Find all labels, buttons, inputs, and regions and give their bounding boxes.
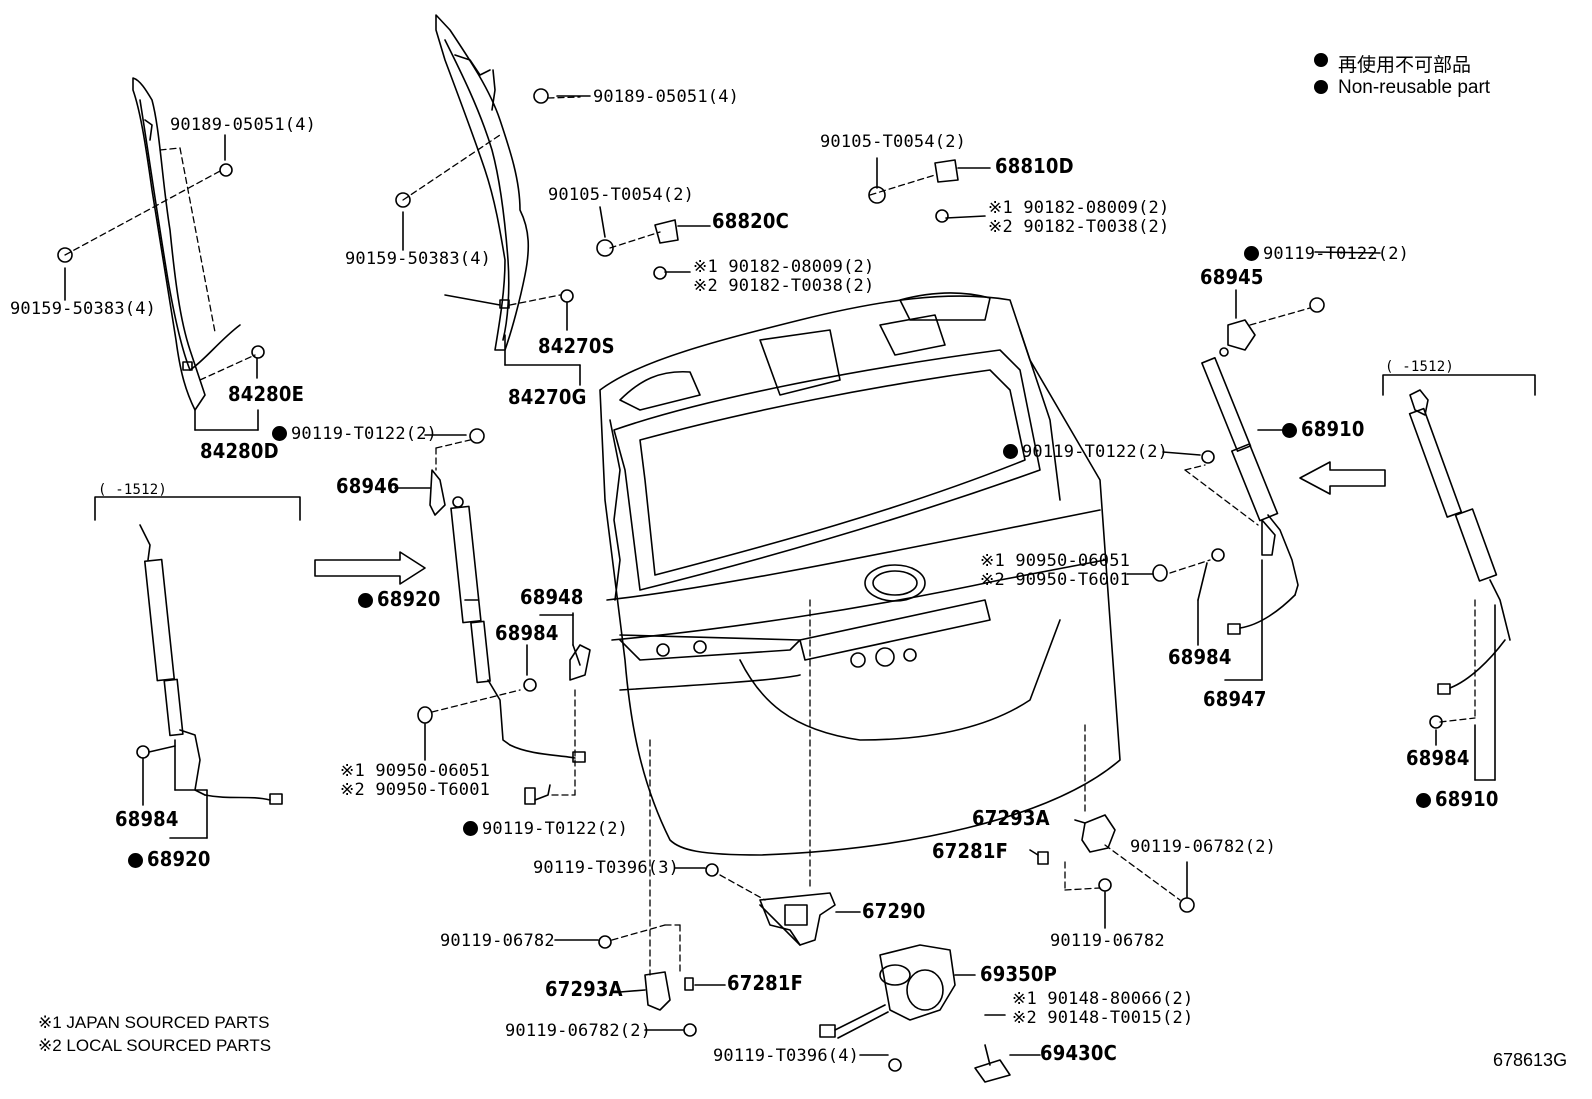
non-reusable-dot-icon (272, 426, 287, 441)
part-90148-2: ※2 90148-T0015(2) (1012, 1008, 1194, 1028)
range-bracket-right (1382, 374, 1536, 396)
part-90159-left: 90159-50383(4) (10, 299, 157, 319)
part-68920-left: 68920 (128, 849, 211, 869)
strut-68920-mid (417, 469, 591, 805)
part-68810D: 68810D (995, 154, 1074, 178)
note-local: ※2 LOCAL SOURCED PARTS (38, 1036, 272, 1055)
part-84270G: 84270G (508, 385, 587, 409)
part-67281F-right: 67281F (932, 839, 1009, 863)
part-90119-T0396-4: 90119-T0396(4) (713, 1046, 860, 1066)
part-68947: 68947 (1203, 687, 1267, 711)
part-90950-mid-2: ※2 90950-T6001 (340, 780, 491, 800)
leader-lines-bottom (609, 174, 1181, 976)
part-90119-right-top: 90119-T0122(2) (1244, 245, 1409, 263)
legend-jp: 再使用不可部品 (1338, 55, 1472, 76)
part-90182-right-1: ※1 90182-08009(2) (988, 198, 1170, 218)
part-68984-far-right: 68984 (1406, 746, 1470, 770)
strut-68920-left (136, 524, 283, 805)
legend-en: Non-reusable part (1338, 77, 1491, 98)
part-68984-right: 68984 (1168, 645, 1232, 669)
part-90950-right-2: ※2 90950-T6001 (980, 570, 1131, 590)
part-68820C: 68820C (712, 209, 790, 233)
range-bracket-left (94, 496, 301, 521)
non-reusable-dot-icon (1244, 246, 1259, 261)
part-90182-mid-2: ※2 90182-T0038(2) (693, 276, 875, 296)
part-90105-right: 90105-T0054(2) (820, 132, 967, 152)
part-84280E: 84280E (228, 382, 305, 406)
leader-lines-right (1169, 307, 1476, 723)
figure-id: 678613G (1493, 1050, 1568, 1070)
arrow-right-left (314, 551, 426, 585)
leader-lines-mid-strut (431, 439, 576, 796)
range-label-right: ( -1512) (1385, 359, 1455, 375)
part-90119-06782-r2: 90119-06782 (1050, 931, 1165, 951)
part-90119-right-mid: 90119-T0122(2) (1003, 443, 1168, 461)
part-90189-top-left: 90189-05051(4) (170, 115, 317, 135)
legend-dot-jp (1314, 53, 1328, 67)
non-reusable-dot-icon (463, 821, 478, 836)
part-90119-left: 90119-T0122(2) (272, 425, 437, 443)
back-door-panel (599, 292, 1121, 856)
part-68920-mid: 68920 (358, 589, 441, 609)
part-68946: 68946 (336, 474, 400, 498)
part-67290: 67290 (862, 899, 926, 923)
part-90119-bottom-mid: 90119-T0122(2) (463, 820, 628, 838)
part-90159-mid: 90159-50383(4) (345, 249, 492, 269)
leader-lines-left (64, 147, 256, 381)
part-90119-06782-l2: 90119-06782(2) (505, 1021, 652, 1041)
non-reusable-dot-icon (1003, 444, 1018, 459)
part-69350P: 69350P (980, 962, 1057, 986)
non-reusable-dot-icon (1416, 793, 1431, 808)
strut-68910-mid (1152, 319, 1299, 635)
part-90182-mid-1: ※1 90182-08009(2) (693, 257, 875, 277)
lock-assembly (598, 814, 1195, 1083)
part-90119-06782-r1: 90119-06782(2) (1130, 837, 1277, 857)
part-69430C: 69430C (1040, 1041, 1118, 1065)
note-japan: ※1 JAPAN SOURCED PARTS (38, 1013, 270, 1032)
part-90119-T0396-3: 90119-T0396(3) (533, 858, 680, 878)
part-90189-top-mid: 90189-05051(4) (593, 87, 740, 107)
part-90119-06782-l: 90119-06782 (440, 931, 555, 951)
part-68948: 68948 (520, 585, 584, 609)
part-68945: 68945 (1200, 265, 1264, 289)
part-90182-right-2: ※2 90182-T0038(2) (988, 217, 1170, 237)
part-84280D: 84280D (200, 439, 279, 463)
fasteners (57, 88, 1325, 464)
part-68984-mid: 68984 (495, 621, 559, 645)
part-90950-mid-1: ※1 90950-06051 (340, 761, 491, 781)
part-67281F-left: 67281F (727, 971, 804, 995)
arrow-left-right (1299, 461, 1386, 495)
strut-68910-far-right (1408, 389, 1511, 729)
range-label-left: ( -1512) (98, 482, 168, 498)
part-68910-mid: 68910 (1282, 419, 1365, 439)
leader-lines-mid (402, 96, 581, 306)
part-67293A-left: 67293A (545, 977, 623, 1001)
part-90148-1: ※1 90148-80066(2) (1012, 989, 1194, 1009)
callout-leaders (64, 95, 1496, 1056)
non-reusable-dot-icon (1282, 423, 1297, 438)
non-reusable-dot-icon (358, 593, 373, 608)
part-68910-far-right: 68910 (1416, 789, 1499, 809)
legend-dot-en (1314, 80, 1328, 94)
side-trim-84270G (435, 14, 530, 351)
part-90950-right-1: ※1 90950-06051 (980, 551, 1131, 571)
non-reusable-dot-icon (128, 853, 143, 868)
part-90105-mid: 90105-T0054(2) (548, 185, 695, 205)
part-68984-left: 68984 (115, 807, 179, 831)
part-84270S: 84270S (538, 334, 615, 358)
part-67293A-right: 67293A (972, 806, 1050, 830)
